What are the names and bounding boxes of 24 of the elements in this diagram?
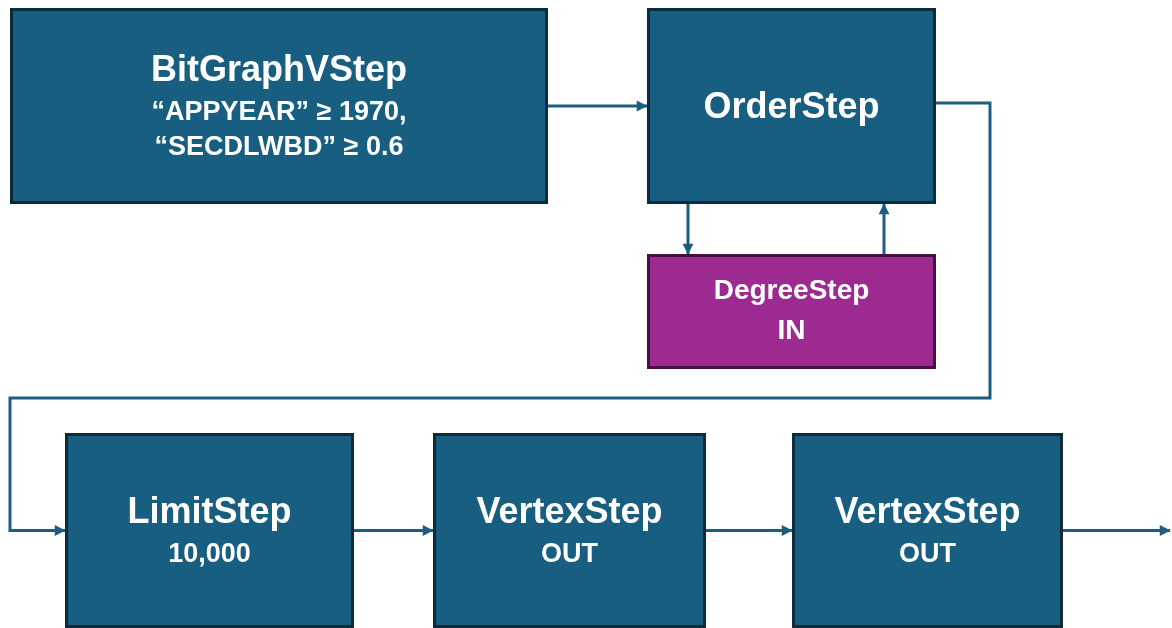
arrow [548, 100, 648, 112]
step-parameter: 10,000 [168, 536, 251, 570]
step-parameter: OUT [541, 536, 598, 570]
step-name: LimitStep [127, 490, 292, 532]
arrow [1063, 525, 1171, 536]
step-name: OrderStep [703, 85, 880, 127]
step-parameter: “APPYEAR” ≥ 1970, “SECDLWBD” ≥ 0.6 [150, 94, 408, 163]
arrow [682, 204, 694, 255]
step-parameter: IN [777, 313, 806, 348]
process-box [647, 8, 936, 204]
arrow [8, 101, 992, 536]
step-name: BitGraphVStep [151, 48, 407, 90]
arrow [706, 525, 793, 536]
step-name: VertexStep [834, 490, 1021, 532]
process-box [792, 433, 1063, 628]
step-name: DegreeStep [713, 274, 870, 307]
process-box [65, 433, 354, 628]
process-box [10, 8, 548, 204]
process-box [433, 433, 706, 628]
arrow [878, 203, 890, 254]
step-name: VertexStep [476, 490, 663, 532]
step-parameter: OUT [899, 536, 956, 570]
arrow [354, 525, 434, 536]
process-box [647, 254, 936, 369]
